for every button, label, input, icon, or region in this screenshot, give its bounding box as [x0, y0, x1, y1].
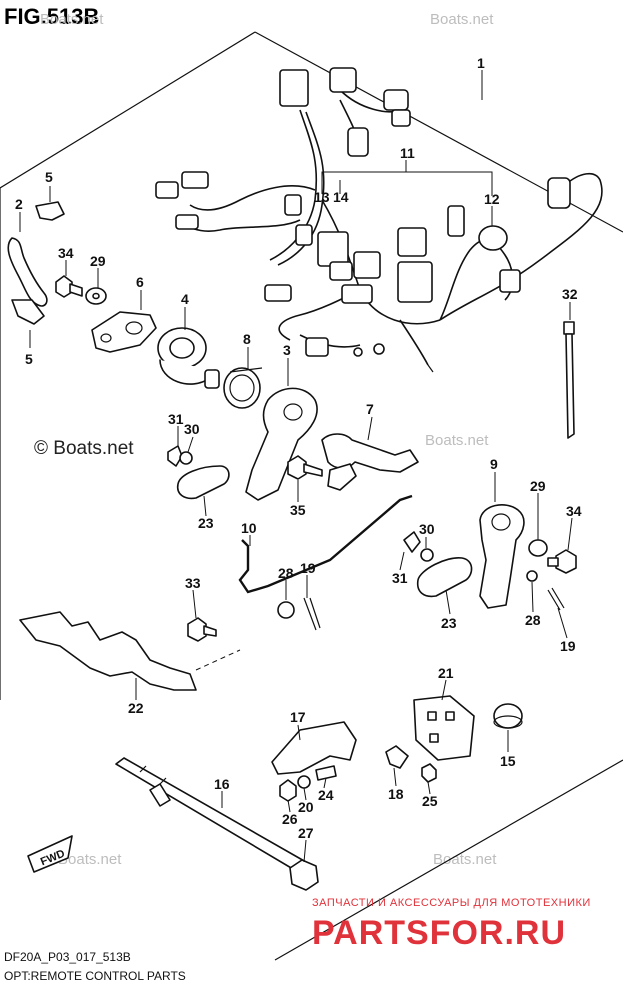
callout-19-left: 19	[300, 560, 316, 576]
callout-34-left: 34	[58, 245, 74, 261]
callout-12: 12	[484, 191, 500, 207]
hose	[7, 237, 48, 307]
callout-5-bottom: 5	[25, 351, 33, 367]
lever-9	[479, 504, 525, 609]
callout-35: 35	[290, 502, 306, 518]
callout-30-right: 30	[419, 521, 435, 537]
tie-strap	[563, 321, 575, 439]
control-rod	[238, 494, 413, 594]
spring	[223, 367, 263, 409]
washer-28-right	[526, 570, 538, 582]
callout-7: 7	[366, 401, 374, 417]
bracket-17	[271, 721, 357, 775]
washer-29-left	[85, 287, 107, 305]
callout-25: 25	[422, 793, 438, 809]
callout-28-left: 28	[278, 565, 294, 581]
callout-6: 6	[136, 274, 144, 290]
callout-2: 2	[15, 196, 23, 212]
plug-cap	[493, 703, 523, 729]
clip-31-right	[403, 531, 421, 553]
clip-upper	[35, 201, 65, 221]
bolt-35	[287, 455, 323, 480]
callout-16: 16	[214, 776, 230, 792]
brand-logo: PARTSFOR.RU	[312, 914, 566, 952]
washer-29-right	[528, 539, 548, 557]
nut-27	[289, 859, 319, 891]
callout-4: 4	[181, 291, 189, 307]
callout-31-left: 31	[168, 411, 184, 427]
callout-21: 21	[438, 665, 454, 681]
callout-29-left: 29	[90, 253, 106, 269]
bolt-left	[55, 275, 83, 298]
callout-13: 13	[314, 189, 330, 205]
clip-lower	[11, 299, 45, 325]
clip-31-left	[167, 445, 183, 467]
callout-1: 1	[477, 55, 485, 71]
callout-23-right: 23	[441, 615, 457, 631]
callout-5-top: 5	[45, 169, 53, 185]
shift-shaft	[321, 433, 419, 491]
washer-30-left	[179, 451, 193, 465]
bolt-33	[187, 617, 217, 642]
watermark-top: Boats.net	[40, 11, 104, 28]
link-23-left	[176, 465, 230, 500]
figure-title: FIG.513B	[4, 4, 99, 29]
wiring-harness	[155, 67, 603, 373]
callout-27: 27	[298, 825, 314, 841]
leader-lines	[19, 70, 573, 863]
callout-34-right: 34	[566, 503, 582, 519]
fwd-arrow: FWD	[27, 835, 73, 873]
bracket-dashed-guide	[195, 649, 241, 671]
callout-15: 15	[500, 753, 516, 769]
callout-33: 33	[185, 575, 201, 591]
long-shaft	[115, 757, 307, 873]
washer-28-left	[277, 601, 295, 619]
watermark-top-right: Boats.net	[430, 11, 494, 28]
clip-18	[385, 745, 409, 769]
pulley-drum	[157, 327, 220, 389]
callout-14: 14	[333, 189, 349, 205]
washer-20	[297, 775, 311, 789]
callout-8: 8	[243, 331, 251, 347]
pin-19-left	[303, 597, 321, 631]
callout-31-right: 31	[392, 570, 408, 586]
boundary-frame	[0, 31, 623, 961]
callout-20: 20	[298, 799, 314, 815]
callout-29-right: 29	[530, 478, 546, 494]
callout-18: 18	[388, 786, 404, 802]
callout-17: 17	[290, 709, 306, 725]
callout-30-left: 30	[184, 421, 200, 437]
callout-22: 22	[128, 700, 144, 716]
watermark-left: © Boats.net	[34, 438, 134, 459]
callout-32: 32	[562, 286, 578, 302]
bolt-34-right	[547, 549, 577, 574]
stud-24	[315, 765, 337, 781]
screw-25	[421, 763, 437, 783]
callout-19-right: 19	[560, 638, 576, 654]
callout-23-left: 23	[198, 515, 214, 531]
link-23-right	[416, 557, 473, 598]
callout-11: 11	[400, 145, 415, 161]
model-code: DF20A_P03_017_513B	[4, 950, 131, 964]
watermark-bottom-right: Boats.net	[433, 851, 497, 868]
bracket-plate	[91, 311, 157, 353]
callout-10: 10	[241, 520, 257, 536]
callout-24: 24	[318, 787, 334, 803]
callout-numbers: 1 2 5 5 34 29 6 4 8 3 7 9 11 13 14 12 32…	[15, 55, 582, 841]
figure-subtitle: OPT:REMOTE CONTROL PARTS	[4, 969, 186, 983]
control-lever	[245, 387, 318, 501]
callout-28-right: 28	[525, 612, 541, 628]
bracket-22	[19, 611, 197, 691]
watermark-right: Boats.net	[425, 432, 489, 449]
callout-9: 9	[490, 456, 498, 472]
washer-30-right	[420, 548, 434, 562]
callout-3: 3	[283, 342, 291, 358]
watermark-bottom-left: Boats.net	[58, 851, 122, 868]
pin-19-right	[547, 587, 565, 611]
callout-26: 26	[282, 811, 298, 827]
nut-26	[279, 779, 297, 802]
pad-plate	[413, 695, 475, 761]
brand-tagline: ЗАПЧАСТИ И АКСЕССУАРЫ ДЛЯ МОТОТЕХНИКИ	[312, 897, 591, 909]
